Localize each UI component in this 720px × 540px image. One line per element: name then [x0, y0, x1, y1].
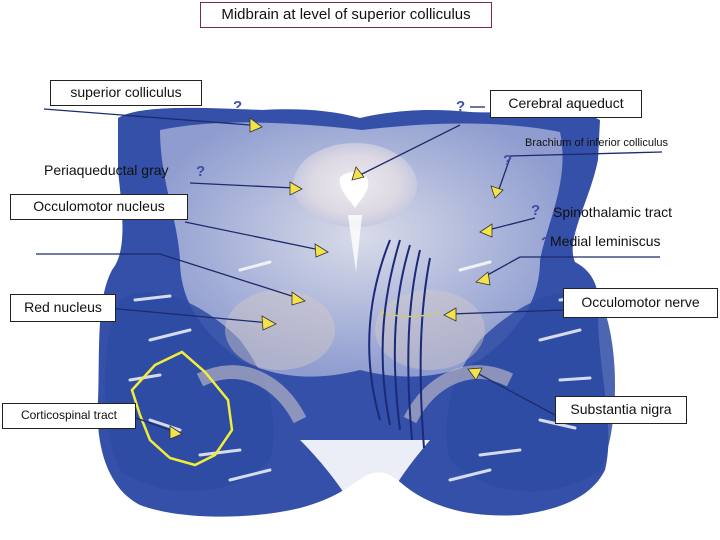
leader-lines [36, 106, 663, 433]
unknown-marker: ? [196, 163, 206, 180]
unknown-marker: ? [142, 234, 152, 251]
leader-occulomotor-nerve [449, 309, 566, 315]
unknown-marker: ? [456, 98, 466, 115]
arrowheads [169, 117, 504, 440]
arrowhead [249, 117, 263, 133]
arrowhead [443, 307, 457, 322]
page-title: Midbrain at level of superior colliculus [200, 2, 492, 28]
leader-occulomotor-nucleus [184, 221, 321, 251]
arrowhead [291, 291, 306, 306]
arrowhead [261, 315, 277, 331]
arrowhead [351, 166, 365, 181]
label-superior-colliculus: superior colliculus [50, 80, 202, 106]
arrowhead [467, 367, 483, 381]
label-red-nucleus: Red nucleus [10, 294, 116, 322]
leader-unknown-left [159, 253, 299, 299]
arrowhead [490, 185, 504, 199]
unknown-marker: ? [531, 202, 541, 219]
label-spinothalamic-tract: Spinothalamic tract [553, 204, 673, 220]
unknown-marker: ? [233, 98, 243, 115]
label-substantia-nigra: Substantia nigra [555, 396, 687, 424]
leader-superior-colliculus [43, 108, 251, 126]
leader-periaqueductal-gray [189, 182, 296, 189]
label-occulomotor-nerve: Occulomotor nerve [563, 288, 718, 318]
leader-corticospinal [135, 417, 176, 433]
unknown-marker: ? [541, 234, 551, 251]
leader-cerebral-aqueduct [359, 124, 461, 176]
leader-brachium [497, 157, 511, 193]
arrowhead [479, 223, 493, 238]
arrowhead [314, 243, 329, 258]
label-cerebral-aqueduct: Cerebral aqueduct [490, 90, 642, 118]
label-occulomotor-nucleus: Occulomotor nucleus [10, 194, 188, 220]
leader-spinothalamic [487, 217, 536, 231]
label-corticospinal-tract: Corticospinal tract [2, 403, 136, 429]
label-medial-leminiscus: Medial leminiscus [550, 233, 661, 249]
arrowhead [475, 271, 491, 286]
arrowhead [289, 181, 303, 196]
leader-substantia-nigra [474, 371, 556, 416]
tissue-section [97, 107, 615, 520]
label-brachium-inferior-colliculus: Brachium of inferior colliculus [525, 137, 669, 149]
label-periaqueductal-gray: Periaqueductal gray [44, 162, 169, 178]
unknown-marker: ? [503, 152, 513, 169]
leader-red-nucleus [107, 307, 271, 324]
arrowhead [169, 425, 183, 440]
